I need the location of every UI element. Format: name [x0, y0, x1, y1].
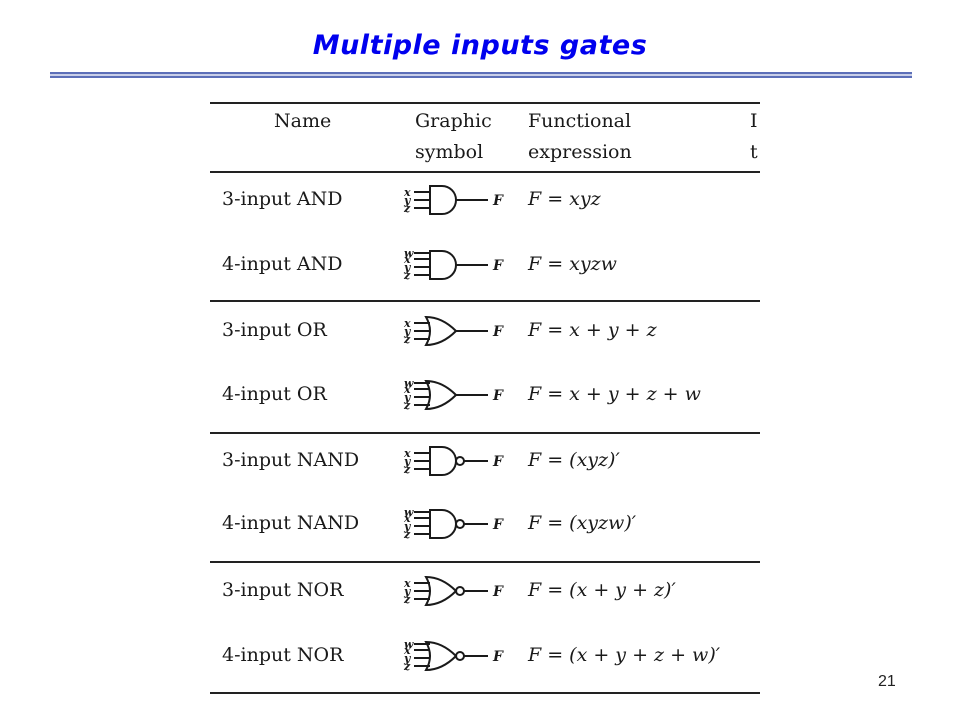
input-label: y	[403, 261, 412, 274]
header-truncated-column: I t	[750, 110, 758, 163]
and-body	[429, 509, 457, 539]
header-functional-expression: Functional expression	[528, 110, 632, 163]
input-label: w	[404, 247, 414, 260]
output-label: F	[492, 517, 504, 533]
functional-expression: F = (xyzw)′	[528, 512, 637, 534]
page-number: 21	[878, 673, 896, 690]
functional-expression: F = (xyz)′	[528, 449, 620, 471]
table-bottom-rule	[210, 692, 760, 694]
and-body	[429, 185, 457, 215]
input-label: y	[403, 391, 412, 404]
input-label: x	[403, 577, 411, 590]
output-label: F	[492, 193, 504, 209]
gate-name: 3-input AND	[222, 188, 343, 210]
gate-name: 3-input NOR	[222, 579, 344, 601]
input-label: x	[403, 644, 411, 657]
table-top-rule	[210, 102, 760, 104]
input-label: z	[403, 202, 411, 215]
inversion-bubble	[455, 456, 465, 466]
and-body	[429, 446, 457, 476]
input-label: z	[403, 269, 411, 282]
gate-name: 4-input NAND	[222, 512, 360, 534]
output-label: F	[492, 324, 504, 340]
gates-table: Name Graphic symbol Functional expressio…	[210, 98, 760, 698]
and-body	[429, 250, 457, 280]
input-label: y	[403, 585, 412, 598]
output-label: F	[492, 454, 504, 470]
group-rule-and	[210, 300, 760, 302]
header-name: Name	[274, 110, 332, 132]
input-label: x	[403, 383, 411, 396]
input-label: w	[404, 506, 414, 519]
functional-expression: F = x + y + z	[528, 319, 657, 341]
or-body	[424, 315, 458, 347]
slide-title: Multiple inputs gates	[312, 30, 648, 61]
functional-expression: F = xyz	[528, 188, 601, 210]
input-label: z	[403, 333, 411, 346]
input-label: x	[403, 317, 411, 330]
output-label: F	[492, 388, 504, 404]
input-label: y	[403, 325, 412, 338]
title-divider	[50, 72, 912, 78]
functional-expression: F = xyzw	[528, 253, 617, 275]
or-body	[424, 575, 458, 607]
gate-name: 3-input OR	[222, 319, 327, 341]
input-label: w	[404, 638, 414, 651]
gate-name: 4-input AND	[222, 253, 343, 275]
input-label: z	[403, 528, 411, 541]
input-label: z	[403, 399, 411, 412]
input-label: y	[403, 652, 412, 665]
gate-name: 4-input NOR	[222, 644, 344, 666]
functional-expression: F = (x + y + z)′	[528, 579, 676, 601]
output-label: F	[492, 649, 504, 665]
input-label: x	[403, 512, 411, 525]
gate-name: 4-input OR	[222, 383, 327, 405]
header-rule	[210, 171, 760, 173]
input-label: x	[403, 447, 411, 460]
input-label: z	[403, 593, 411, 606]
output-label: F	[492, 584, 504, 600]
functional-expression: F = x + y + z + w	[528, 383, 701, 405]
or-body	[424, 640, 458, 672]
input-label: y	[403, 455, 412, 468]
header-graphic-symbol: Graphic symbol	[415, 110, 492, 163]
inversion-bubble	[455, 519, 465, 529]
output-label: F	[492, 258, 504, 274]
group-rule-nand	[210, 561, 760, 563]
input-label: z	[403, 463, 411, 476]
input-label: z	[403, 660, 411, 673]
input-label: w	[404, 377, 414, 390]
functional-expression: F = (x + y + z + w)′	[528, 644, 721, 666]
input-label: y	[403, 194, 412, 207]
or-body	[424, 379, 458, 411]
input-label: x	[403, 253, 411, 266]
gate-name: 3-input NAND	[222, 449, 360, 471]
group-rule-or	[210, 432, 760, 434]
input-label: y	[403, 520, 412, 533]
input-label: x	[403, 186, 411, 199]
